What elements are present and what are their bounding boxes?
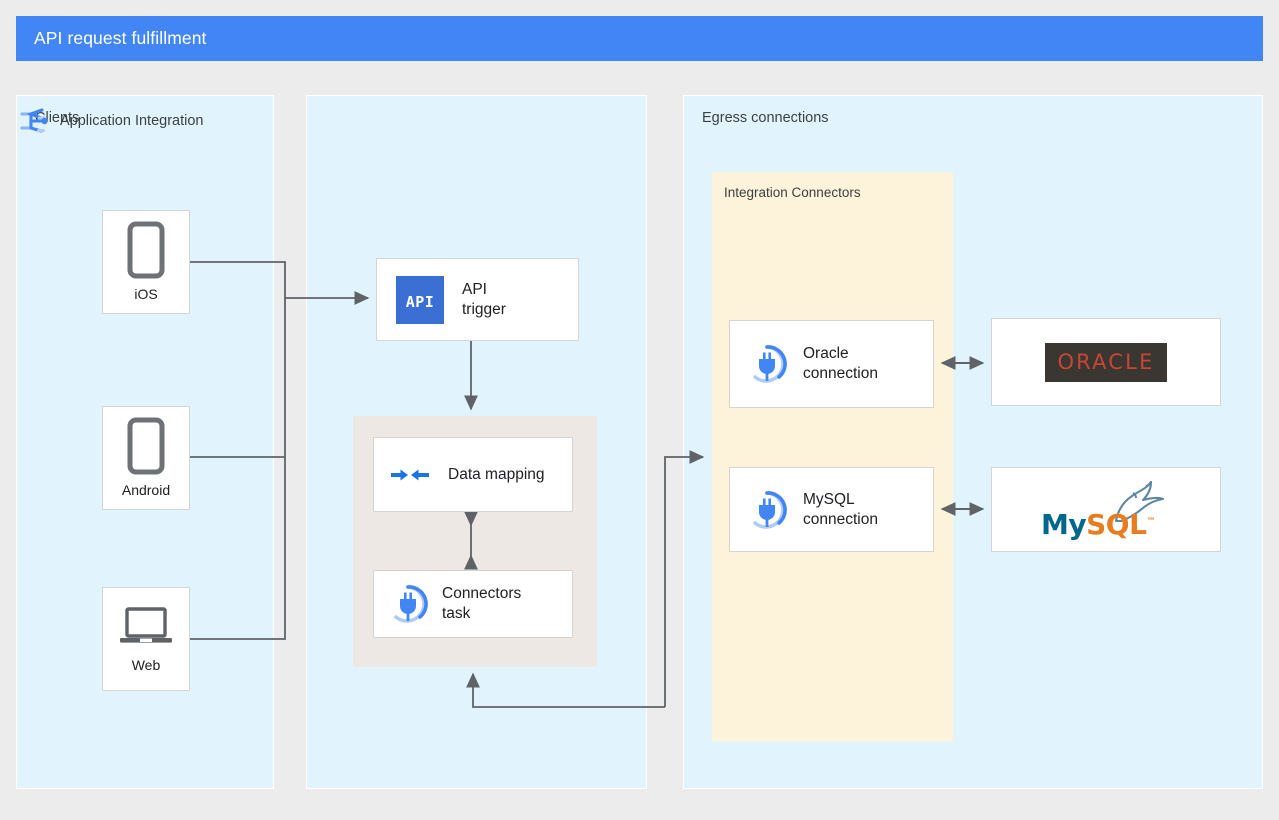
- application-integration-icon: [18, 106, 50, 136]
- page-title-bar: API request fulfillment: [16, 16, 1263, 61]
- client-card-ios[interactable]: iOS: [102, 210, 190, 314]
- panel-application-integration-title: Application Integration: [60, 113, 204, 129]
- node-mysql-connection[interactable]: MySQL connection: [729, 467, 934, 552]
- node-api-trigger-label: API trigger: [462, 280, 506, 318]
- node-oracle-connection[interactable]: Oracle connection: [729, 320, 934, 408]
- panel-integration-connectors-title: Integration Connectors: [724, 185, 861, 200]
- mysql-wordmark: MySQL™: [1041, 507, 1155, 541]
- api-badge-icon: API: [396, 275, 444, 324]
- panel-egress-title: Egress connections: [702, 110, 829, 126]
- node-oracle-connection-label: Oracle connection: [803, 345, 878, 382]
- client-label: Web: [131, 657, 161, 673]
- node-data-mapping-label: Data mapping: [448, 465, 545, 483]
- client-card-web[interactable]: Web: [102, 587, 190, 691]
- phone-icon: [125, 417, 167, 475]
- panel-application-integration-header: Application Integration: [18, 106, 204, 136]
- client-label: Android: [121, 482, 171, 498]
- dolphin-icon: [1099, 477, 1165, 523]
- data-mapping-icon: [390, 462, 430, 488]
- node-data-mapping[interactable]: Data mapping: [373, 437, 573, 512]
- mysql-logo: MySQL™: [1041, 477, 1171, 543]
- panel-integration-connectors: Integration Connectors: [712, 172, 953, 741]
- logo-card-oracle: ORACLE: [991, 318, 1221, 406]
- logo-card-mysql: MySQL™: [991, 467, 1221, 552]
- oracle-wordmark: ORACLE: [1057, 349, 1155, 374]
- oracle-logo: ORACLE: [1045, 342, 1167, 382]
- client-label: iOS: [134, 286, 158, 302]
- phone-icon: [125, 221, 167, 279]
- connector-plug-icon: [747, 344, 787, 384]
- connector-plug-icon: [388, 584, 428, 624]
- client-card-android[interactable]: Android: [102, 406, 190, 510]
- laptop-icon: [118, 605, 174, 649]
- node-mysql-connection-label: MySQL connection: [803, 490, 878, 528]
- page-title: API request fulfillment: [34, 28, 207, 48]
- node-connectors-task-label: Connectors task: [442, 585, 522, 622]
- svg-text:API: API: [406, 293, 435, 311]
- connector-plug-icon: [747, 490, 787, 530]
- node-connectors-task[interactable]: Connectors task: [373, 570, 573, 638]
- node-api-trigger[interactable]: API API trigger: [376, 258, 579, 341]
